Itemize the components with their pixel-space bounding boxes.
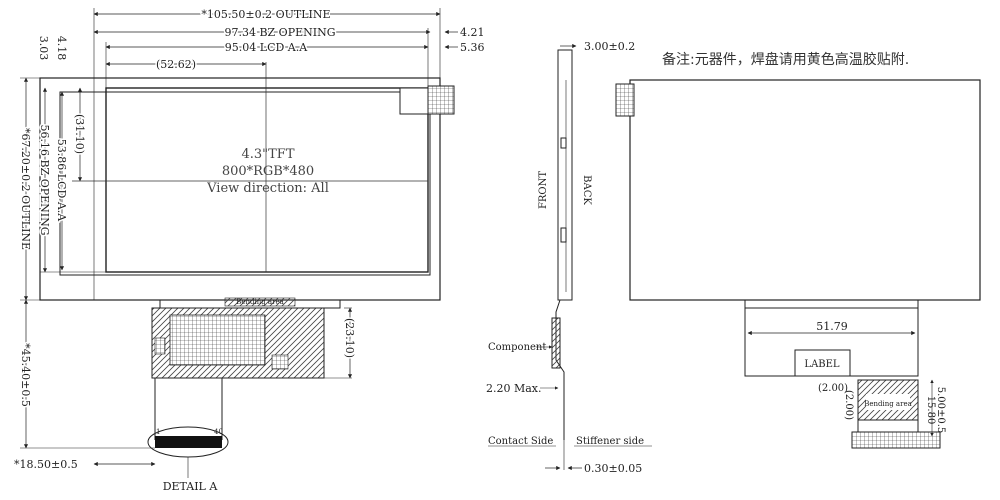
label-box-text: LABEL xyxy=(804,359,840,370)
side-module-body xyxy=(557,49,573,301)
back-label: BACK xyxy=(581,175,592,205)
right-offset-2-dim: 5.36 xyxy=(460,41,485,54)
fpc-stiffener-dim: (23.10) xyxy=(343,318,356,358)
fpc-thickness-dim: 0.30±0.05 xyxy=(584,462,642,475)
lcd-aa-width-dim: 95.04 LCD A.A xyxy=(225,41,308,54)
lcd-active-area xyxy=(105,87,429,273)
note-text: 备注:元器件，焊盘请用黄色高温胶贴附. xyxy=(662,51,909,68)
top-right-grid-pad xyxy=(427,85,455,115)
back-grid-pad xyxy=(615,83,635,117)
bend-height-dim: (2.00) xyxy=(843,390,854,420)
back-view: 备注:元器件，焊盘请用黄色高温胶贴附. 51.79 LABEL Bending … xyxy=(615,51,981,449)
resolution-text: 800*RGB*480 xyxy=(222,164,314,179)
bz-opening-width-dim: 97.34 BZ OPENING xyxy=(224,26,335,39)
stiffener-side-label: Stiffener side xyxy=(576,436,644,447)
max-height-dim: 2.20 Max. xyxy=(486,382,542,395)
bending-area-label: Bending area xyxy=(236,298,284,306)
bend-width-dim: (2.00) xyxy=(818,383,848,394)
pin-last-label: 40 xyxy=(214,428,223,436)
panel-size-text: 4.3"TFT xyxy=(241,147,294,162)
fpc-length-dim: *45.40±0.5 xyxy=(19,343,32,407)
front-view: 4.3"TFT 800*RGB*480 View direction: All … xyxy=(14,7,485,494)
back-dim-2: 5.00±0.5 xyxy=(935,387,946,434)
side-component xyxy=(551,317,561,369)
side-view: FRONT BACK 3.00±0.2 Component 2.20 Max. … xyxy=(486,40,652,475)
label-box xyxy=(794,349,851,377)
front-label: FRONT xyxy=(538,171,549,209)
back-contact-grid xyxy=(851,431,941,449)
right-offset-1-dim: 4.21 xyxy=(460,26,485,39)
top-right-tab xyxy=(399,87,429,115)
back-module-outline xyxy=(629,79,981,301)
view-direction-text: View direction: All xyxy=(206,181,329,196)
outline-width-dim: *105.50±0.2 OUTLINE xyxy=(201,8,330,21)
outline-height-dim: *67.20±0.2 OUTLINE xyxy=(19,128,32,250)
thickness-dim: 3.00±0.2 xyxy=(584,40,635,53)
top-offset-2-dim: 3.03 xyxy=(37,36,50,61)
contact-side-label: Contact Side xyxy=(488,436,553,447)
back-dim-1: 15.80 xyxy=(925,396,936,425)
pin-first-label: 1 xyxy=(156,428,160,436)
bz-opening-height-dim: 56.16 BZ OPENING xyxy=(38,124,51,235)
back-fpc-width-dim: 51.79 xyxy=(816,320,848,333)
center-x-dim: (52.62) xyxy=(156,58,196,71)
fpc-contact-pins xyxy=(155,436,222,448)
back-bending-label: Bending area xyxy=(864,400,912,408)
center-y-dim: (31.10) xyxy=(73,114,86,154)
detail-a-label: DETAIL A xyxy=(163,480,219,493)
fpc-width-dim: *18.50±0.5 xyxy=(14,458,78,471)
top-offset-1-dim: 4.18 xyxy=(55,36,68,61)
lcd-aa-height-dim: 53.86 LCD A.A xyxy=(55,139,68,222)
bending-area-strip xyxy=(224,297,296,307)
component-label: Component xyxy=(488,342,546,353)
